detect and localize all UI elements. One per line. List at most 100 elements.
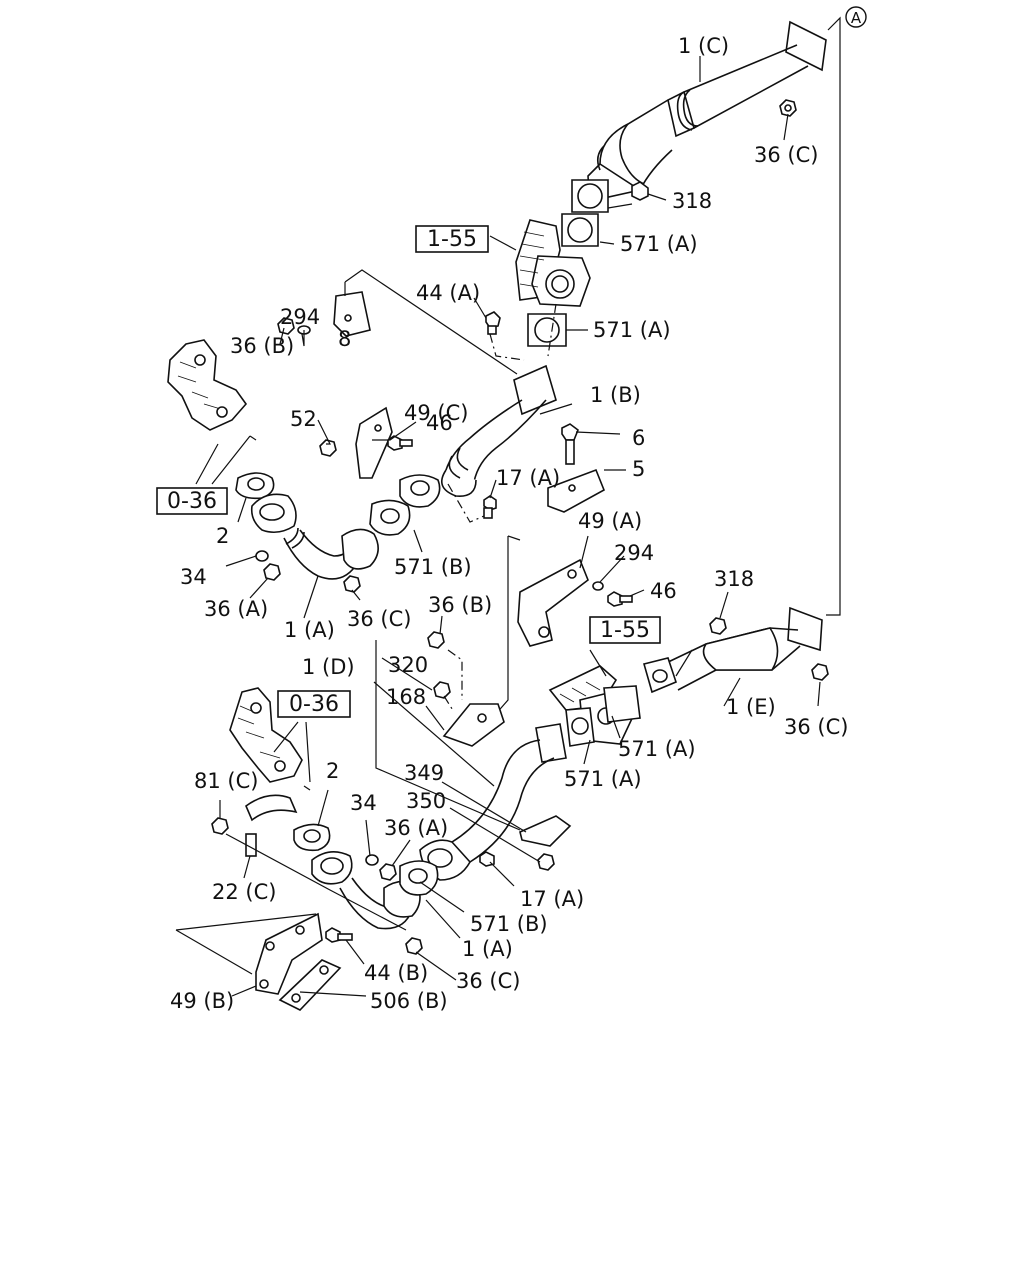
nut-36c-top: [779, 99, 797, 117]
label-1a-top: 1 (A): [284, 618, 335, 642]
label-49a: 49 (A): [578, 509, 642, 533]
leader-lines: [175, 56, 821, 997]
label-46-top: 46: [426, 411, 453, 435]
label-571a-2: 571 (A): [593, 318, 671, 342]
callout-a-circle: [845, 6, 867, 28]
gasket-571a-3: [603, 685, 641, 723]
label-44a: 44 (A): [416, 281, 480, 305]
ref-box-1-55-top: [415, 225, 489, 253]
label-349: 349: [404, 761, 444, 785]
label-1-55-top: 1-55: [427, 227, 477, 252]
label-36b-mid: 36 (B): [428, 593, 492, 617]
nut-36a-bot: [379, 863, 397, 881]
bolt-44a: [485, 311, 501, 335]
label-320: 320: [388, 653, 428, 677]
label-571a-3: 571 (A): [618, 737, 696, 761]
clamp-22c: [245, 794, 298, 857]
nut-81c: [211, 817, 229, 835]
label-81c: 81 (C): [194, 769, 258, 793]
bracket-49b: [255, 912, 323, 995]
label-6: 6: [632, 426, 645, 450]
callout-a-link: A: [826, 6, 867, 616]
pipe-1e: [643, 606, 823, 694]
bolt-17a-top: [483, 495, 497, 519]
bracket-49a: [517, 558, 589, 647]
label-49b: 49 (B): [170, 989, 234, 1013]
gasket-571b-bot: [399, 860, 439, 896]
label-36c-right: 36 (C): [784, 715, 848, 739]
nut-36b-mid: [427, 631, 445, 649]
label-1b: 1 (B): [590, 383, 641, 407]
gasket-2-top: [235, 472, 275, 500]
label-52: 52: [290, 407, 317, 431]
bracket-506b: [278, 959, 342, 1011]
label-2-bot: 2: [326, 759, 339, 783]
label-168: 168: [386, 685, 426, 709]
label-294-mid: 294: [614, 541, 654, 565]
nut-36c-bot: [405, 937, 423, 955]
gasket-571a-1: [561, 213, 599, 247]
label-2-top: 2: [216, 524, 229, 548]
exhaust-manifold-top: [167, 339, 257, 441]
gasket-571a-4: [565, 707, 595, 747]
bracket-350: [519, 815, 572, 871]
exhaust-manifold-mid: [229, 687, 311, 791]
label-350: 350: [406, 789, 446, 813]
label-506b: 506 (B): [370, 989, 448, 1013]
exhaust-brake-valve: [515, 219, 591, 307]
ref-box-0-36-top: [156, 487, 228, 515]
label-571a-4: 571 (A): [564, 767, 642, 791]
label-44b: 44 (B): [364, 961, 428, 985]
label-22c: 22 (C): [212, 880, 276, 904]
label-36c-top: 36 (C): [754, 143, 818, 167]
label-1e: 1 (E): [726, 695, 776, 719]
label-17a-top: 17 (A): [496, 466, 560, 490]
washer-34-top: [255, 550, 269, 562]
label-34-bot: 34: [350, 791, 377, 815]
label-571b-top: 571 (B): [394, 555, 472, 579]
label-36a-bot: 36 (A): [384, 816, 448, 840]
nut-36a-top: [263, 563, 281, 581]
ref-box-0-36-mid: [277, 690, 351, 718]
label-0-36-mid: 0-36: [289, 692, 339, 717]
washer-294-mid: [592, 581, 604, 591]
gasket-571a-2: [527, 313, 567, 347]
label-49c: 49 (C): [404, 401, 468, 425]
bolt-44b: [325, 927, 353, 943]
label-36c-bot: 36 (C): [456, 969, 520, 993]
label-571a-1: 571 (A): [620, 232, 698, 256]
label-34-top: 34: [180, 565, 207, 589]
bracket-168: [442, 703, 505, 747]
label-0-36-top: 0-36: [167, 489, 217, 514]
label-36c-mid: 36 (C): [347, 607, 411, 631]
ref-box-1-55-mid: [589, 616, 661, 644]
bolt-46-top: [387, 435, 413, 451]
washer-34-bot: [365, 854, 379, 866]
nut-36b-top: [277, 317, 295, 335]
nut-318-right: [709, 617, 727, 635]
bolt-46-mid: [607, 591, 633, 607]
label-571b-bot: 571 (B): [470, 912, 548, 936]
label-8: 8: [338, 327, 351, 351]
callout-a-letter: A: [851, 9, 862, 27]
label-17a-bot: 17 (A): [520, 887, 584, 911]
label-46-mid: 46: [650, 579, 677, 603]
label-1-55-mid: 1-55: [600, 618, 650, 643]
gasket-571b-top: [369, 499, 411, 536]
part-labels: 1 (C) 36 (C) 318 571 (A) 44 (A) 571 (A) …: [170, 34, 848, 1013]
nut-36c-right: [811, 663, 829, 681]
bolt-6: [561, 423, 579, 465]
pipe-1b: [440, 364, 557, 497]
label-36b-top: 36 (B): [230, 334, 294, 358]
gasket-2-bot: [293, 823, 331, 852]
label-1a-bot: 1 (A): [462, 937, 513, 961]
label-318-right: 318: [714, 567, 754, 591]
nut-52: [319, 439, 337, 457]
bracket-5: [547, 468, 606, 513]
bracket-8: [333, 291, 371, 337]
label-1c: 1 (C): [678, 34, 729, 58]
bracket-49c: [355, 406, 393, 479]
label-294-top: 294: [280, 305, 320, 329]
label-5: 5: [632, 457, 645, 481]
